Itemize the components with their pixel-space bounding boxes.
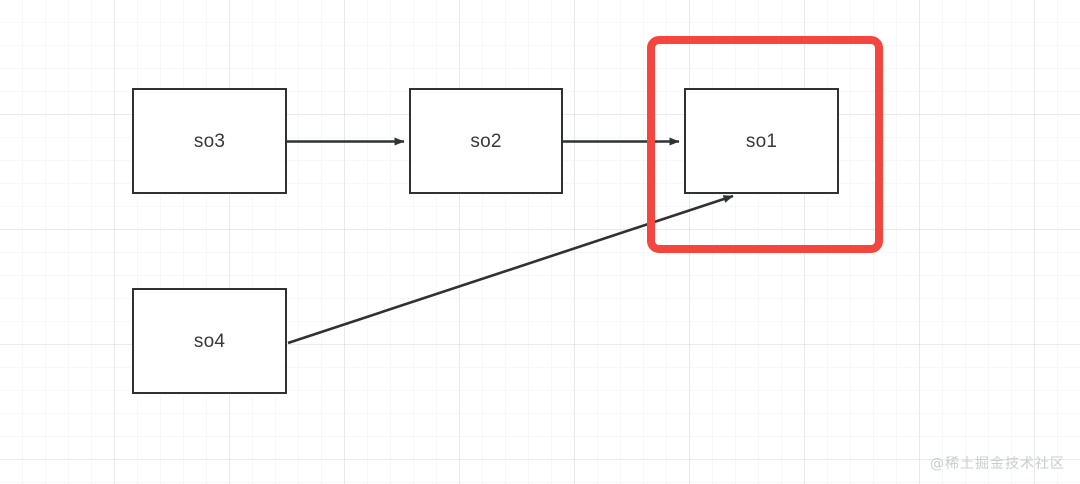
node-so3[interactable]: so3: [132, 88, 287, 194]
node-so1-label: so1: [745, 130, 778, 152]
node-so2-label: so2: [470, 130, 502, 152]
node-so2[interactable]: so2: [409, 88, 563, 194]
node-so4-label: so4: [193, 330, 226, 352]
node-so4[interactable]: so4: [132, 288, 287, 394]
edge-so4-to-so1: [287, 194, 734, 345]
watermark-text: @稀土掘金技术社区: [930, 456, 1065, 472]
node-so1[interactable]: so1: [684, 88, 839, 194]
node-so3-label: so3: [193, 130, 226, 152]
